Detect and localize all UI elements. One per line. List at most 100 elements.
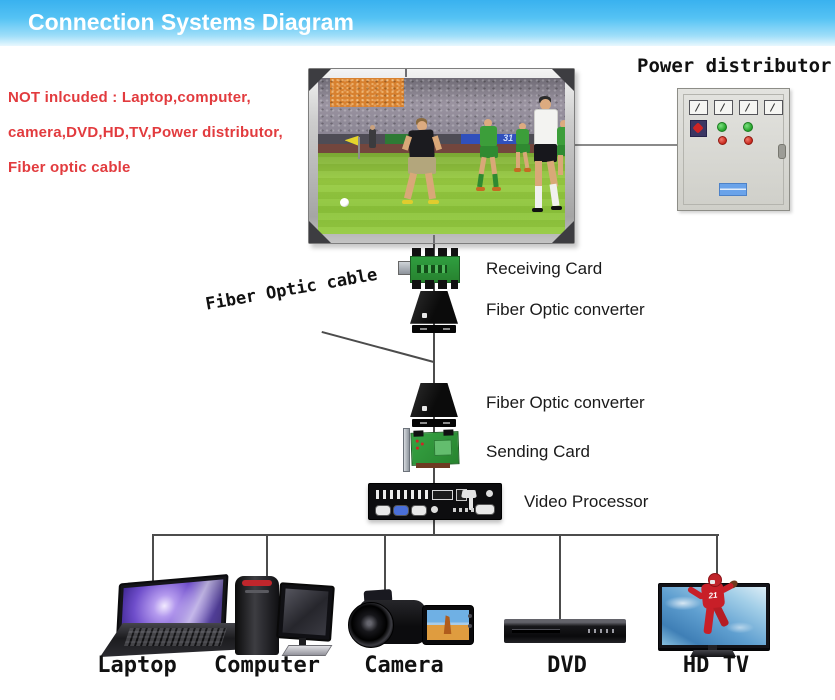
connector-block (413, 430, 424, 437)
fiber-converter-top-label: Fiber Optic converter (486, 300, 645, 319)
computer-tower (235, 576, 279, 655)
meter-gauge (714, 100, 733, 115)
connector-drop-hdtv (716, 534, 718, 584)
soccer-ball (340, 198, 350, 208)
laptop-keyboard (100, 623, 252, 657)
camera-button (468, 614, 472, 618)
computer-image (233, 571, 335, 659)
edge-connector (416, 463, 450, 468)
connector-blocks (412, 248, 458, 257)
fiber-cable-label: Fiber Optic cable (204, 264, 379, 315)
connector-drop-camera (384, 534, 386, 600)
hdtv-image: 21 (656, 573, 774, 663)
led (420, 442, 424, 446)
player-white-shirt (530, 96, 563, 220)
soccer-scene: 31 (318, 78, 565, 234)
hdtv-label: HD TV (682, 653, 750, 678)
corner-flag-pole (357, 137, 360, 160)
converter-base (412, 325, 456, 333)
camera-lcd-picture (427, 610, 469, 640)
led (415, 446, 420, 450)
tv-stand (690, 650, 736, 657)
connector-drop-dvd (559, 534, 561, 622)
camera-lens (348, 602, 394, 648)
dip-row (453, 508, 479, 512)
note-line: Fiber optic cable (8, 159, 131, 176)
crowd-orange-section (330, 78, 405, 108)
indicator-green (717, 122, 727, 132)
note-line: NOT inlcuded : Laptop,computer, (8, 89, 251, 106)
corner-flag (344, 135, 359, 146)
vga-port (475, 504, 495, 515)
page-title: Connection Systems Diagram (28, 9, 354, 35)
steward-figure (368, 125, 376, 149)
camera-button (468, 624, 472, 628)
meter-gauge (739, 100, 758, 115)
vga-port-blue (393, 505, 409, 516)
card-bracket (403, 428, 410, 472)
green-pcb (410, 429, 460, 466)
port-group (432, 490, 453, 500)
video-processor-label: Video Processor (524, 492, 649, 511)
vga-port (375, 505, 391, 516)
dvd-player-image (504, 619, 626, 647)
indicator-red (744, 136, 753, 145)
connector-fiber-cable-leader (321, 331, 435, 363)
port-slot (469, 492, 473, 510)
indicator-red (718, 136, 727, 145)
monitor-stand (299, 638, 306, 645)
connector-drop-laptop (152, 534, 154, 583)
receiving-card-image (398, 248, 460, 289)
panel-handle (778, 144, 786, 159)
sending-card-image (398, 427, 460, 472)
football-player: 21 (686, 573, 740, 647)
port-round (431, 506, 438, 513)
ad-board-green (384, 134, 415, 144)
chip (433, 439, 453, 457)
connector-drop-computer (266, 534, 268, 586)
dvd-chassis (504, 619, 626, 643)
port-round (486, 490, 493, 497)
led (415, 439, 419, 443)
vga-port (411, 505, 427, 516)
fiber-converter-bottom-image (410, 383, 458, 427)
fiber-converter-bottom-label: Fiber Optic converter (486, 393, 645, 412)
laptop-image (100, 573, 252, 659)
camera-lcd (422, 605, 474, 645)
meter-gauge (764, 100, 783, 115)
connector-blocks (412, 280, 458, 289)
player-black-shirt (400, 118, 444, 208)
vga-port (461, 490, 477, 498)
computer-label: Computer (214, 653, 320, 678)
player-green-3 (555, 120, 565, 186)
converter-led (422, 405, 428, 411)
note-line: camera,DVD,HD,TV,Power distributor, (8, 124, 283, 141)
connector-screen-to-power (571, 144, 677, 146)
pitch (318, 152, 565, 234)
player-green-2 (513, 123, 533, 175)
title-banner: Connection Systems Diagram (0, 0, 835, 46)
player-helmet (708, 573, 722, 587)
converter-body (410, 291, 458, 324)
connector-bus (153, 534, 719, 536)
connector-block (443, 429, 454, 436)
power-distributor-label: Power distributor (637, 55, 832, 77)
receiving-card-label: Receiving Card (486, 259, 603, 278)
led-display-image: 31 (308, 68, 575, 244)
rotary-switch (690, 120, 707, 137)
meter-gauge (689, 100, 708, 115)
power-distributor-image (677, 88, 790, 211)
dvd-label: DVD (547, 653, 587, 678)
sending-card-label: Sending Card (486, 442, 590, 461)
converter-base (412, 419, 456, 427)
camera-image (348, 589, 476, 656)
frame-seam (433, 235, 435, 243)
camera-label: Camera (364, 653, 444, 678)
panel-meters (689, 100, 783, 115)
green-pcb (410, 256, 460, 283)
scoreboard-text: 31 (503, 134, 514, 144)
video-processor-image (368, 483, 502, 520)
panel-nameplate (719, 183, 747, 196)
computer-monitor (276, 582, 335, 642)
